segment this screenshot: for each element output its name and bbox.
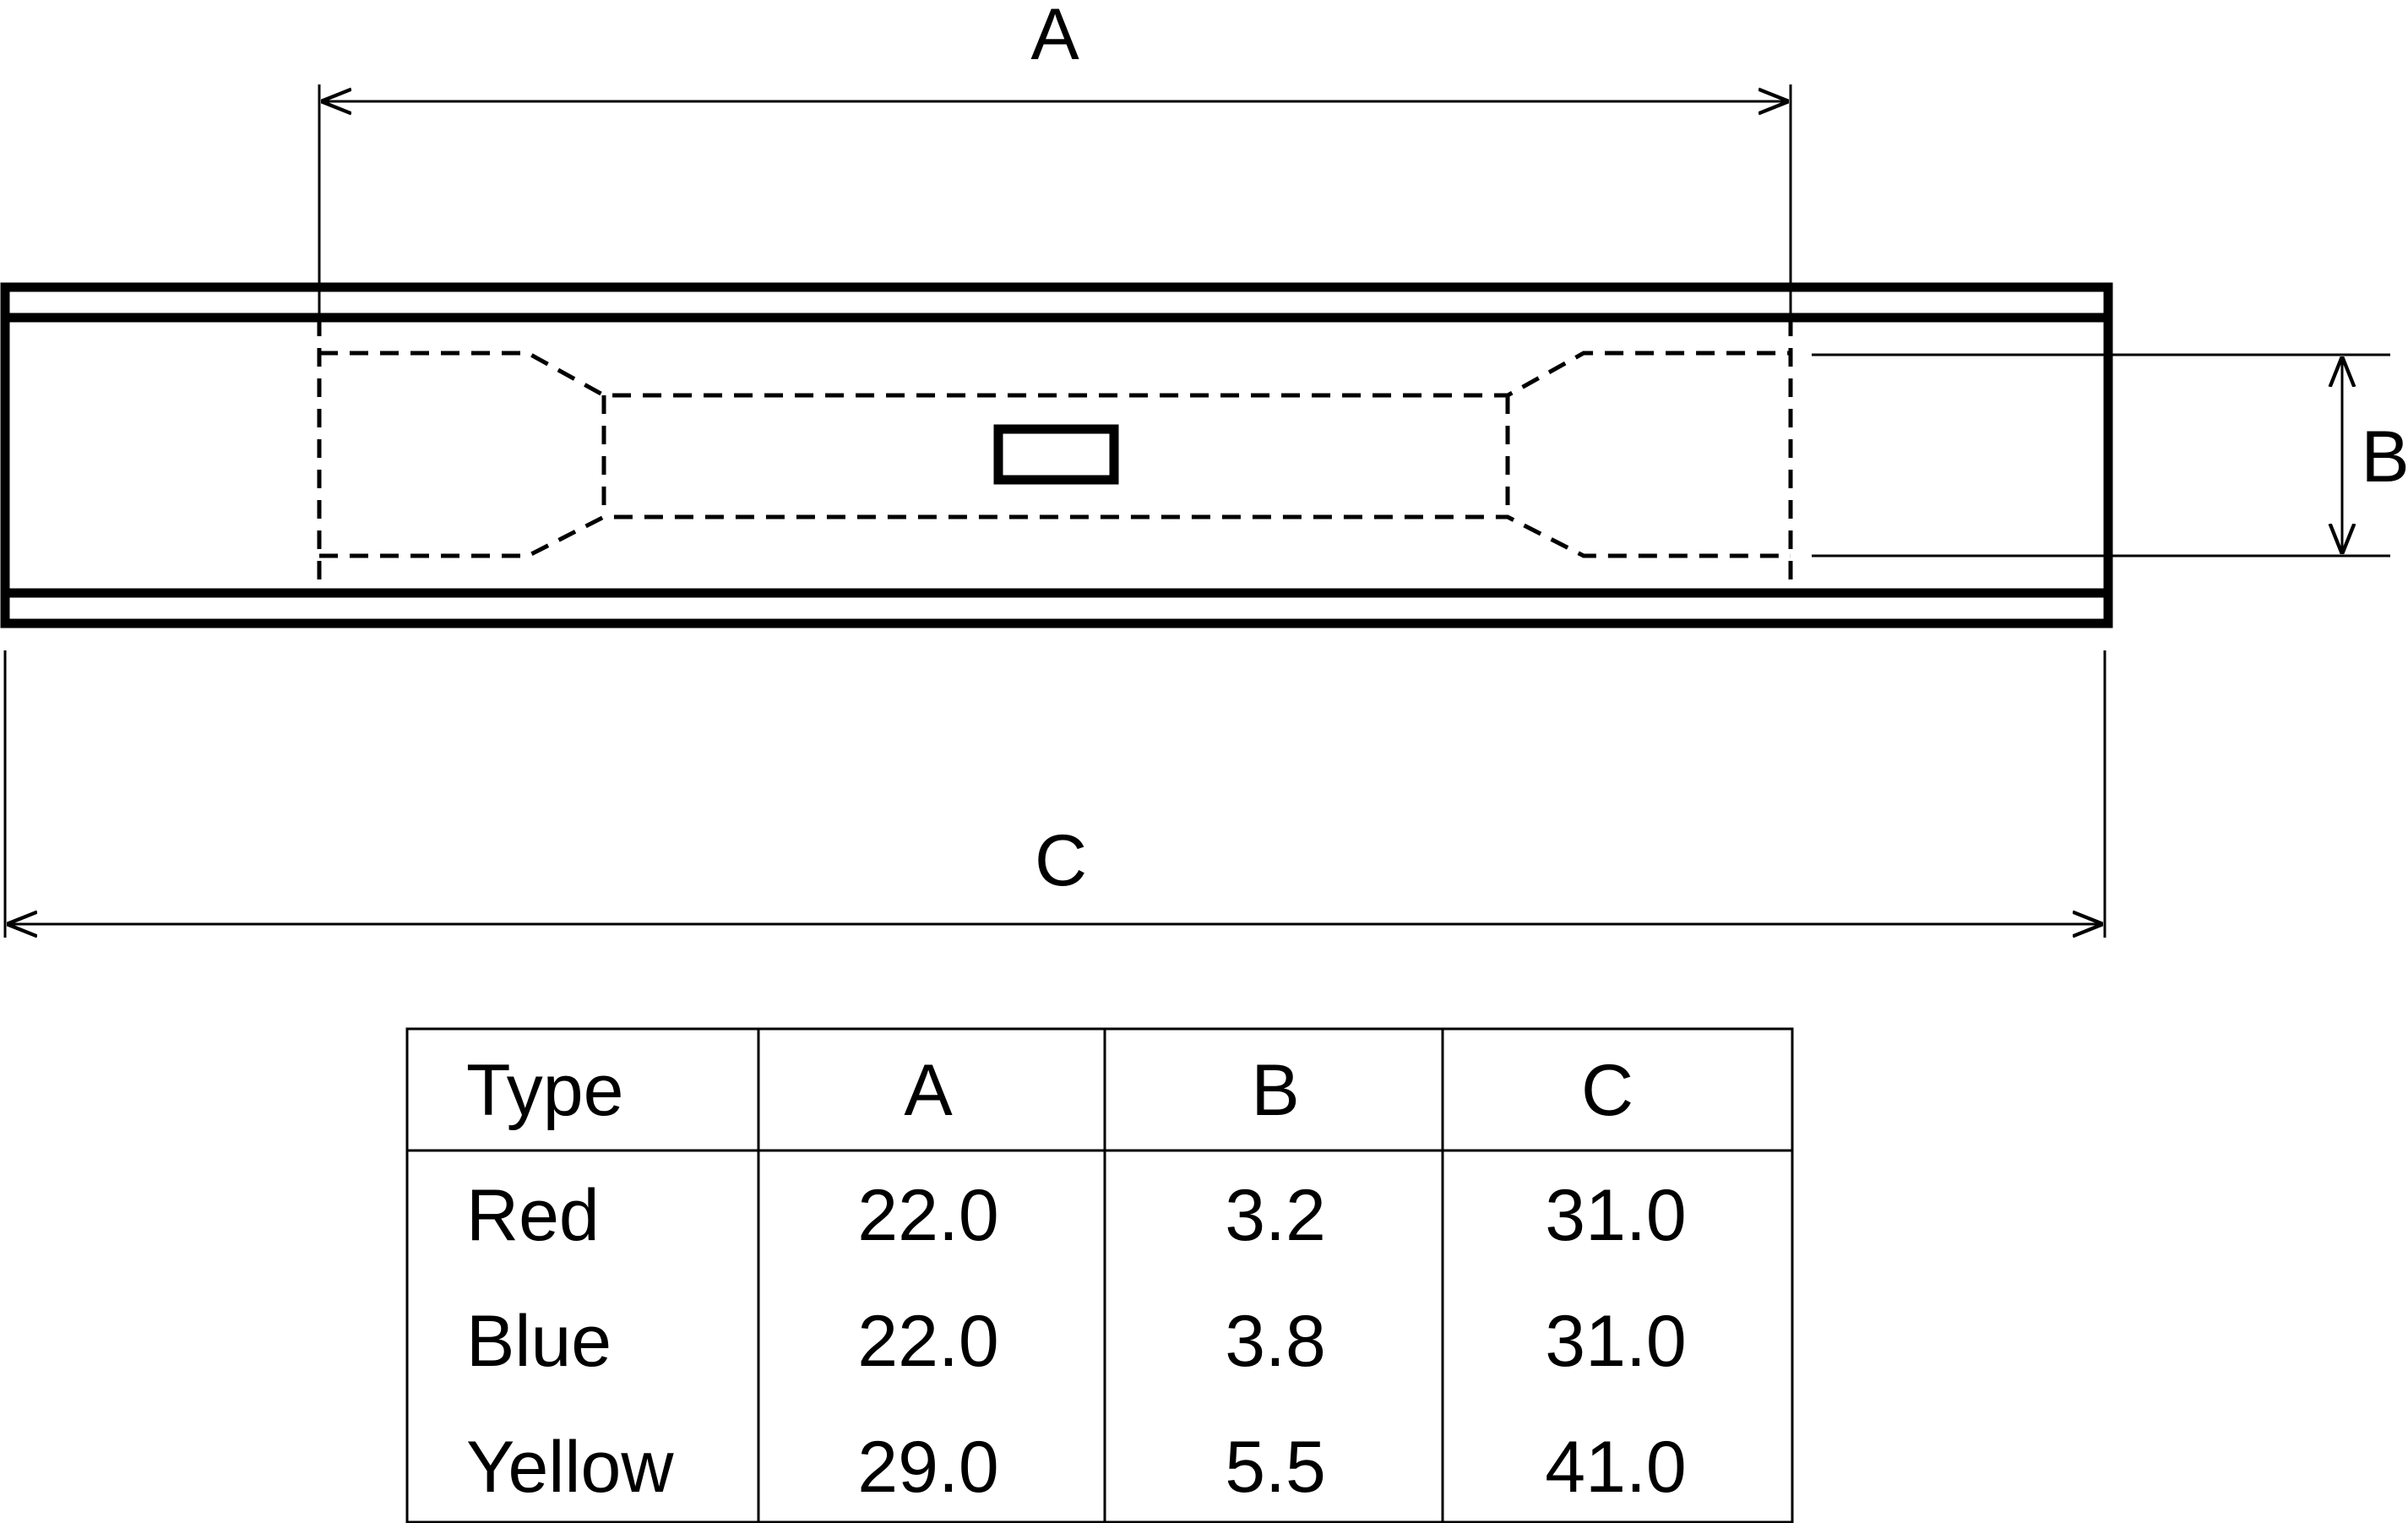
hidden-barrel-outline [317, 318, 1793, 593]
table-cell-a: 29.0 [857, 1427, 998, 1508]
table-cell-c: 41.0 [1545, 1427, 1686, 1508]
outer-sleeve [0, 282, 2113, 628]
table-cell-b: 5.5 [1225, 1427, 1326, 1508]
connector-body [0, 282, 2113, 628]
table-header-a: A [904, 1050, 953, 1131]
table-cell-type: Yellow [466, 1427, 674, 1508]
table-header-b: B [1251, 1050, 1299, 1131]
barrel-dashed-bottom [319, 514, 1791, 558]
table-header-type: Type [466, 1050, 623, 1131]
table-cell-c: 31.0 [1545, 1301, 1686, 1382]
dimension-c: C [3, 650, 2106, 938]
table-cell-type: Blue [466, 1301, 612, 1382]
table-cell-a: 22.0 [857, 1175, 998, 1256]
dimension-b: B [1812, 353, 2408, 558]
table-cell-a: 22.0 [857, 1301, 998, 1382]
table-cell-b: 3.8 [1225, 1301, 1326, 1382]
dimension-table: Type A B C Red 22.0 3.2 31.0 Blue 22.0 3… [405, 1027, 1794, 1523]
table-cell-type: Red [466, 1175, 600, 1256]
table-border [405, 1027, 1794, 1523]
dimension-c-label: C [1035, 820, 1087, 901]
table-header-c: C [1581, 1050, 1633, 1131]
dimension-a: A [318, 0, 1792, 318]
inspection-window [993, 424, 1119, 485]
dimension-a-label: A [1030, 0, 1079, 75]
table-cell-c: 31.0 [1545, 1175, 1686, 1256]
barrel-dashed-top [319, 351, 1791, 398]
table-cell-b: 3.2 [1225, 1175, 1326, 1256]
dimension-b-label: B [2361, 416, 2408, 498]
